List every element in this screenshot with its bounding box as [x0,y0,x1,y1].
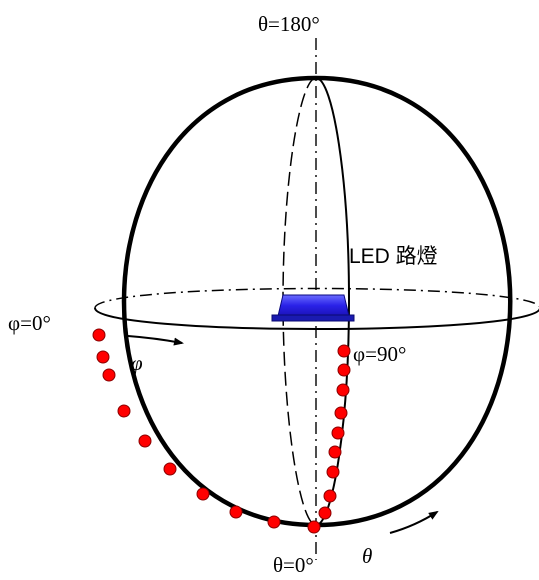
measurement-point [96,350,110,364]
phi-rotation-arrow [127,335,184,346]
theta-0-label: θ=0° [273,553,314,577]
measurement-point [318,506,332,520]
measurement-point [323,489,337,503]
measurement-point [336,383,350,397]
measurement-point [337,344,351,358]
measurement-point [138,434,152,448]
measurement-point [331,426,345,440]
measurement-point [337,363,351,377]
phi-0-label: φ=0° [8,311,51,335]
theta-180-label: θ=180° [258,12,320,36]
theta-arrow-label: θ [362,544,372,568]
led-street-light [271,294,355,322]
equator-back [94,287,539,309]
theta-rotation-arrow [389,510,439,534]
measurement-point [196,487,210,501]
measurement-point [334,406,348,420]
phi-arrow-label: φ [131,351,143,375]
measurement-point [102,368,116,382]
measurement-point [163,462,177,476]
measurement-point [229,505,243,519]
equator-front [94,307,539,330]
measurement-point [307,520,321,534]
phi-90-label: φ=90° [353,342,406,366]
led-street-light-label: LED 路燈 [349,245,438,268]
measurement-point [267,515,281,529]
measurement-point [92,328,106,342]
measurement-points-phi-0 [92,328,321,534]
measurement-point [117,404,131,418]
measurement-points-phi-90 [318,344,351,520]
measurement-point [326,465,340,479]
measurement-point [328,445,342,459]
